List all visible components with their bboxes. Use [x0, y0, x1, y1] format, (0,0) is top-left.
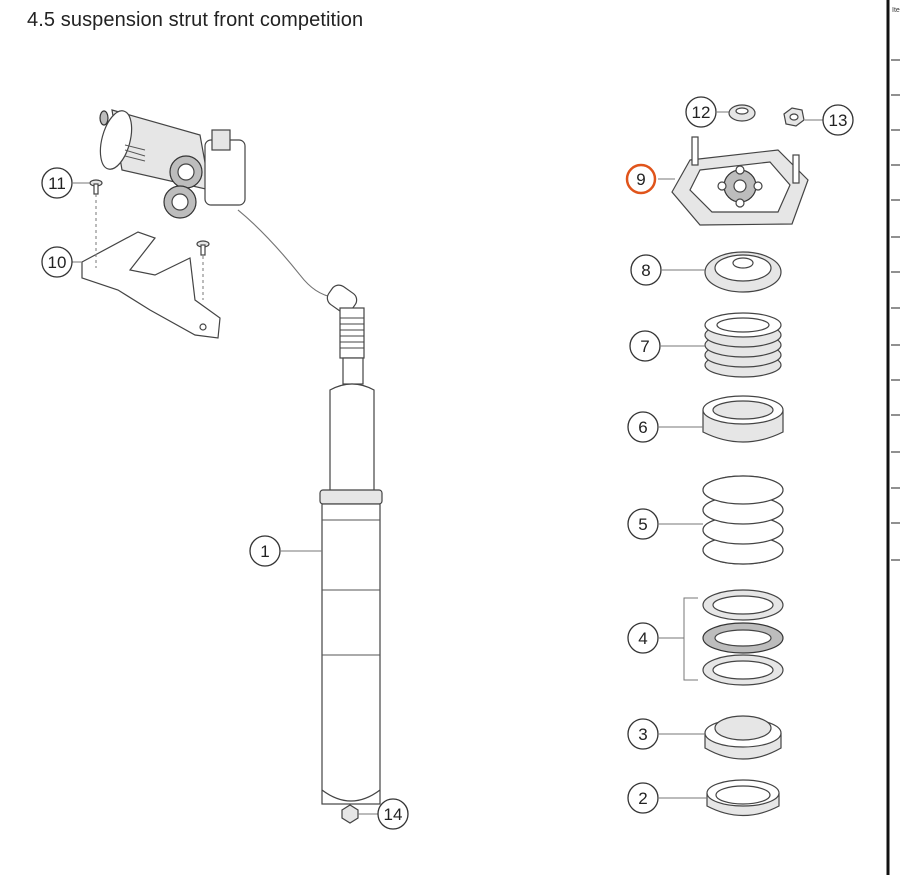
svg-text:4: 4 — [638, 629, 647, 648]
lock-ring-2 — [706, 779, 780, 816]
callout-8: 8 — [630, 254, 662, 286]
callout-4: 4 — [627, 622, 659, 654]
svg-text:7: 7 — [640, 337, 649, 356]
svg-text:3: 3 — [638, 725, 647, 744]
callout-1: 1 — [249, 535, 281, 567]
nut-12 — [728, 104, 756, 122]
leader-lines — [58, 111, 824, 815]
svg-text:14: 14 — [384, 805, 403, 824]
callout-2: 2 — [627, 782, 659, 814]
callout-13: 13 — [822, 104, 854, 136]
callout-11: 11 — [41, 167, 73, 199]
callout-7: 7 — [629, 330, 661, 362]
callout-3: 3 — [627, 718, 659, 750]
callout-6: 6 — [627, 411, 659, 443]
callout-14: 14 — [377, 798, 409, 830]
svg-text:9: 9 — [636, 170, 645, 189]
reservoir-label-graphic — [124, 144, 146, 162]
reservoir — [99, 109, 358, 314]
nut-14 — [341, 804, 359, 824]
svg-text:13: 13 — [829, 111, 848, 130]
bearing-4 — [683, 589, 784, 686]
nut-13 — [783, 107, 805, 127]
svg-text:8: 8 — [641, 261, 650, 280]
callout-9-highlighted: 9 — [625, 163, 657, 195]
svg-text:12: 12 — [692, 103, 711, 122]
spring-seat-3 — [704, 715, 782, 760]
screw-11 — [89, 179, 210, 300]
bump-stop-7 — [704, 312, 782, 378]
callout-10: 10 — [41, 246, 73, 278]
parts-table-edge: Ite — [886, 0, 900, 875]
callout-5: 5 — [627, 508, 659, 540]
svg-text:6: 6 — [638, 418, 647, 437]
callout-12: 12 — [685, 96, 717, 128]
spring-5 — [702, 475, 784, 565]
svg-text:2: 2 — [638, 789, 647, 808]
adapter-ring-6 — [702, 395, 784, 443]
svg-text:11: 11 — [48, 174, 66, 193]
svg-text:5: 5 — [638, 515, 647, 534]
top-mount-9 — [671, 136, 809, 226]
callouts: 1 2 3 4 5 6 7 8 — [41, 96, 854, 830]
bracket-10 — [81, 231, 221, 339]
svg-text:10: 10 — [48, 253, 67, 272]
svg-text:1: 1 — [260, 542, 269, 561]
spring-plate-8 — [704, 251, 782, 293]
page-title: 4.5 suspension strut front competition — [27, 9, 364, 31]
table-header: Ite — [892, 7, 900, 14]
strut-body — [319, 307, 383, 805]
